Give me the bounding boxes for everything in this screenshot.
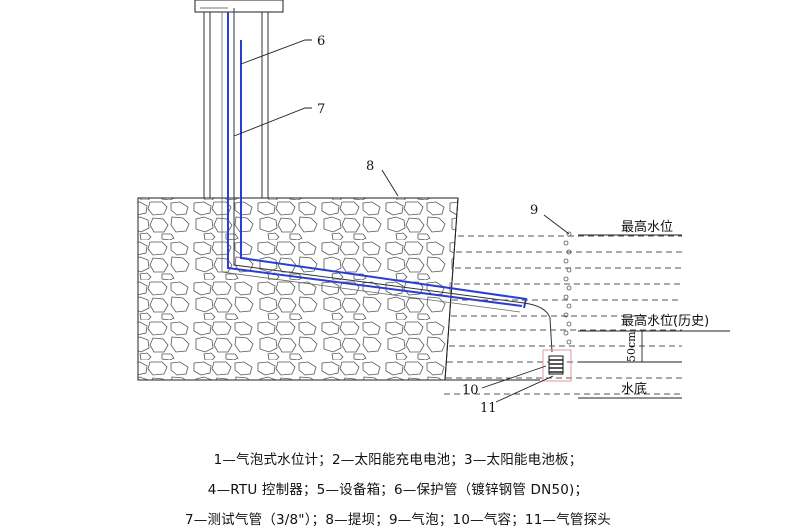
embankment xyxy=(137,197,540,381)
legend-line-2: 4—RTU 控制器；5—设备箱；6—保护管（镀锌钢管 DN50)； xyxy=(207,482,589,498)
legend-line-1: 1—气泡式水位计；2—太阳能充电电池；3—太阳能电池板； xyxy=(213,452,583,468)
air-vessel xyxy=(542,349,572,382)
label-water-bottom: 水底 xyxy=(621,381,647,397)
callout-10: 10 xyxy=(462,383,479,398)
label-max-water-level-historic: 最高水位(历史) xyxy=(621,313,709,329)
label-50cm: 50cm xyxy=(625,331,638,362)
protective-column xyxy=(203,12,269,198)
water-level-lines xyxy=(578,234,730,399)
dimension-50cm xyxy=(637,330,647,363)
legend-line-3: 7—测试气管（3/8"）；8—提坝；9—气泡；10—气容；11—气管探头 xyxy=(184,512,611,528)
test-air-tube xyxy=(233,8,553,353)
bubble-column xyxy=(563,231,572,345)
callout-9: 9 xyxy=(530,203,538,218)
callout-7: 7 xyxy=(317,102,325,117)
callout-leaders xyxy=(233,39,570,403)
callout-8: 8 xyxy=(366,159,374,174)
label-max-water-level: 最高水位 xyxy=(621,219,673,235)
callout-6: 6 xyxy=(317,34,325,49)
callout-11: 11 xyxy=(480,401,497,416)
equipment-box xyxy=(194,0,284,13)
